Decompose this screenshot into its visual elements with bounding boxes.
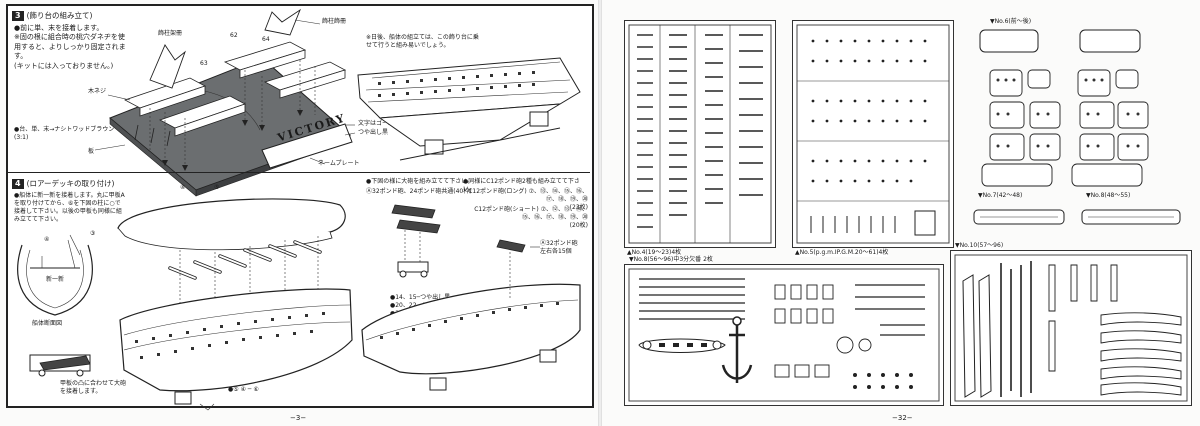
cannon-sub: Ⓐ32ポンド砲、24ポンド砲共通(40枠) — [366, 188, 472, 195]
cannon-exploded-illustration — [361, 204, 581, 391]
cannon-callout: Ⓐ32ポンド砲 左右各15個 — [540, 240, 578, 256]
step4-title: (ロアーデッキの取り付け) — [26, 179, 115, 188]
step3-text: ●前に単、末を接着します。 ※固の根に組合時の桃穴ダネヂを使用すると、よりしっか… — [14, 24, 126, 70]
label-board: 板 — [88, 148, 95, 155]
deck-n4: ④ — [180, 184, 186, 191]
step-divider — [6, 172, 590, 173]
right-page-number: −32− — [892, 414, 913, 422]
label-gold: 文字はゴールド — [358, 120, 401, 127]
hull-section-illustration — [17, 234, 93, 377]
sprue-c-label: ▼No.6(前〜後) — [990, 18, 1032, 25]
right-page: ▲No.4(19〜23)4枚 — [602, 0, 1200, 426]
step3-heading: 3 (飾り台の組み立て) — [12, 10, 92, 21]
step3-title: (飾り台の組み立て) — [26, 11, 93, 20]
step3-side-note: ※日後、船体の組立ては、この飾り台に乗せて行うと組み易いでしょう。 — [366, 34, 479, 50]
sprue-e-label: ▼No.8(48〜55) — [1086, 192, 1131, 199]
sprue-e: ▼No.8(48〜55) — [1076, 192, 1186, 232]
sprue-d-parts — [973, 209, 1065, 225]
hull-section-label: 船体断面図 — [32, 320, 63, 327]
label-black: つや出し黒 — [358, 129, 389, 136]
hull-n3: ③ — [90, 230, 96, 237]
sprue-c-parts — [979, 29, 1149, 187]
label-n63: 63 — [200, 60, 208, 67]
left-page-number: −3− — [290, 414, 307, 422]
label-screw: 木ネジ — [88, 88, 107, 95]
cannon-intro: ●下固の様に大砲を組み立てて下さい。 — [366, 178, 474, 185]
sprue-g-parts — [954, 254, 1188, 402]
sprue-e-parts — [1081, 209, 1181, 225]
cannon-note-a: ●同様にC12ポンド砲2種も組み立てて下さい。 — [463, 178, 580, 194]
step4-text: ●船体に新一新を接着します。丸に甲板Aを取り付けてから、⑥を下固の柱に○で接着し… — [14, 192, 125, 224]
cannon-note: 甲板の凸に合わせて大砲を接着します。 — [60, 380, 127, 396]
sprue-d: ▼No.7(42〜48) — [968, 192, 1068, 232]
deck-n5: ⑤ — [214, 184, 220, 191]
sprue-b-label: ▲No.5(p.g.m.IP.G.M.20〜61)4枚 — [795, 248, 889, 257]
sprue-g: ▼No.10(57〜96) — [950, 242, 1192, 406]
spine-gutter — [598, 0, 602, 426]
label-pedestal: 飾柱架冊 — [158, 30, 183, 37]
sprue-f-parts — [628, 268, 940, 402]
cannon-row2: C12ポンド砲(ショート) ⑦、⑫、⑬、⑭、⑮、⑯、⑰、⑱、⑲、⑳ (20枚) — [474, 206, 588, 230]
label-pedestal2: 飾柱飾冊 — [322, 18, 347, 25]
left-page: 3 (飾り台の組み立て) ●前に単、末を接着します。 ※固の根に組合時の桃穴ダネ… — [0, 0, 598, 426]
step4-number: 4 — [12, 178, 24, 189]
sprue-g-label: ▼No.10(57〜96) — [955, 242, 1004, 251]
deck-exploded-illustration — [117, 198, 353, 411]
step3-number: 3 — [12, 10, 24, 21]
step4-heading: 4 (ロアーデッキの取り付け) — [12, 178, 114, 189]
sprue-b: ▲No.5(p.g.m.IP.G.M.20〜61)4枚 — [792, 20, 954, 257]
sprue-a-parts — [628, 24, 772, 244]
label-n64: 64 — [262, 36, 270, 43]
step4-bottom-label: ●⑤ ④ ─ ⑥ — [228, 386, 259, 393]
sprue-b-parts — [796, 24, 950, 244]
sprue-d-label: ▼No.7(42〜48) — [978, 192, 1023, 199]
sprue-f-label: ▼No.8(56〜96)中3分欠番 2枚 — [629, 256, 713, 265]
ship-on-stand-illustration — [357, 57, 581, 161]
cannon-row1: C12ポンド砲(ロング) ⑦、⑬、⑭、⑮、⑯、⑰、⑱、⑲、⑳ (23枚) — [468, 188, 588, 212]
sprue-a: ▲No.4(19〜23)4枚 — [624, 20, 776, 257]
hull-n4: ④ — [44, 236, 50, 243]
label-n62: 62 — [230, 32, 238, 39]
stand-illustration — [94, 8, 356, 197]
step3-color-note: ●台、単、末→ナシトワッドブラウン (3:1) — [14, 126, 115, 142]
hull-deck-label: 新一新 — [46, 276, 65, 283]
sprue-f: ▼No.8(56〜96)中3分欠番 2枚 — [624, 256, 944, 406]
sprue-a-label: ▲No.4(19〜23)4枚 — [627, 248, 682, 257]
sprue-c: ▼No.6(前〜後) — [968, 18, 1188, 190]
label-plate: ネームプレート — [318, 160, 360, 167]
gunports — [378, 71, 535, 97]
